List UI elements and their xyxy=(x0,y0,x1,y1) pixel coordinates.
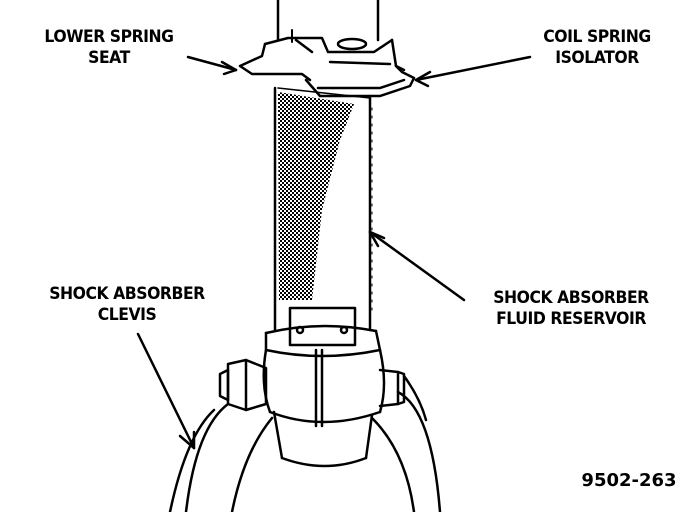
label-coil-spring-isolator-line2: ISOLATOR xyxy=(555,48,639,68)
figure-number: 9502-263 xyxy=(581,470,677,491)
clevis-body-part xyxy=(262,348,386,468)
label-coil-spring-isolator-line1: COIL SPRING xyxy=(543,27,651,47)
upper-strut-tube xyxy=(276,0,380,43)
label-shock-absorber-clevis: SHOCK ABSORBER CLEVIS xyxy=(30,284,223,326)
leader-coil-spring-isolator xyxy=(414,55,532,88)
label-reservoir-line1: SHOCK ABSORBER xyxy=(493,288,649,308)
label-reservoir-line2: FLUID RESERVOIR xyxy=(496,309,646,329)
left-bolt-part xyxy=(218,358,268,412)
fluid-reservoir-part xyxy=(273,86,373,332)
reservoir-shading xyxy=(278,92,354,300)
label-clevis-line1: SHOCK ABSORBER xyxy=(49,284,205,304)
label-shock-absorber-fluid-reservoir: SHOCK ABSORBER FLUID RESERVOIR xyxy=(474,288,667,330)
leader-fluid-reservoir xyxy=(368,230,466,302)
knuckle-part xyxy=(168,374,442,512)
right-bolt-part xyxy=(378,368,406,408)
lower-spring-seat-part xyxy=(238,36,406,82)
leader-lower-spring-seat xyxy=(186,55,238,76)
coil-spring-isolator-part xyxy=(304,64,416,98)
label-coil-spring-isolator: COIL SPRING ISOLATOR xyxy=(528,27,666,69)
label-lower-spring-seat-line2: SEAT xyxy=(88,48,130,68)
label-lower-spring-seat-line1: LOWER SPRING xyxy=(44,27,174,47)
label-lower-spring-seat: LOWER SPRING SEAT xyxy=(31,27,187,69)
label-clevis-line2: CLEVIS xyxy=(97,305,157,325)
leader-clevis xyxy=(136,332,196,450)
